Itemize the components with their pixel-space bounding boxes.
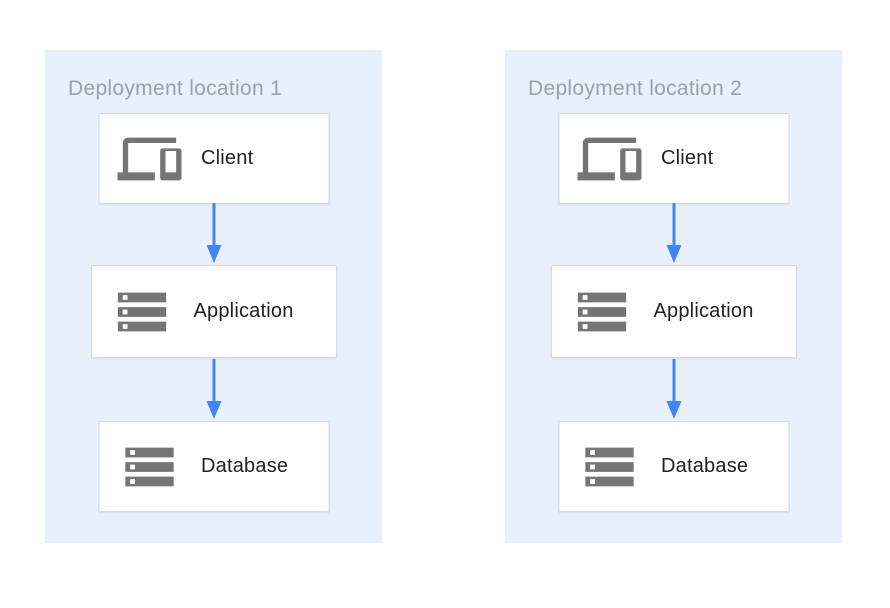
arrow-down-icon xyxy=(205,359,223,419)
node-label: Application xyxy=(653,300,754,322)
node-database: Database xyxy=(98,421,329,512)
arrow-down-icon xyxy=(205,203,223,263)
node-label: Client xyxy=(661,147,714,169)
storage-icon xyxy=(110,280,174,344)
arrow-down-icon xyxy=(665,359,683,419)
deployment-location-2-panel: Deployment location 2 Client Application xyxy=(505,50,842,543)
arrow-down-icon xyxy=(665,203,683,263)
node-label: Database xyxy=(201,455,289,477)
node-client: Client xyxy=(98,113,329,204)
node-label: Database xyxy=(661,455,749,477)
devices-icon xyxy=(117,127,181,191)
storage-icon xyxy=(117,435,181,499)
devices-icon xyxy=(577,127,641,191)
node-label: Client xyxy=(201,147,254,169)
node-client: Client xyxy=(558,113,789,204)
panel-title: Deployment location 2 xyxy=(528,77,743,100)
node-application: Application xyxy=(90,265,337,358)
storage-icon xyxy=(570,280,634,344)
panel-title: Deployment location 1 xyxy=(68,77,283,100)
node-application: Application xyxy=(550,265,797,358)
node-database: Database xyxy=(558,421,789,512)
storage-icon xyxy=(577,435,641,499)
node-label: Application xyxy=(193,300,294,322)
deployment-location-1-panel: Deployment location 1 Client Application xyxy=(45,50,382,543)
